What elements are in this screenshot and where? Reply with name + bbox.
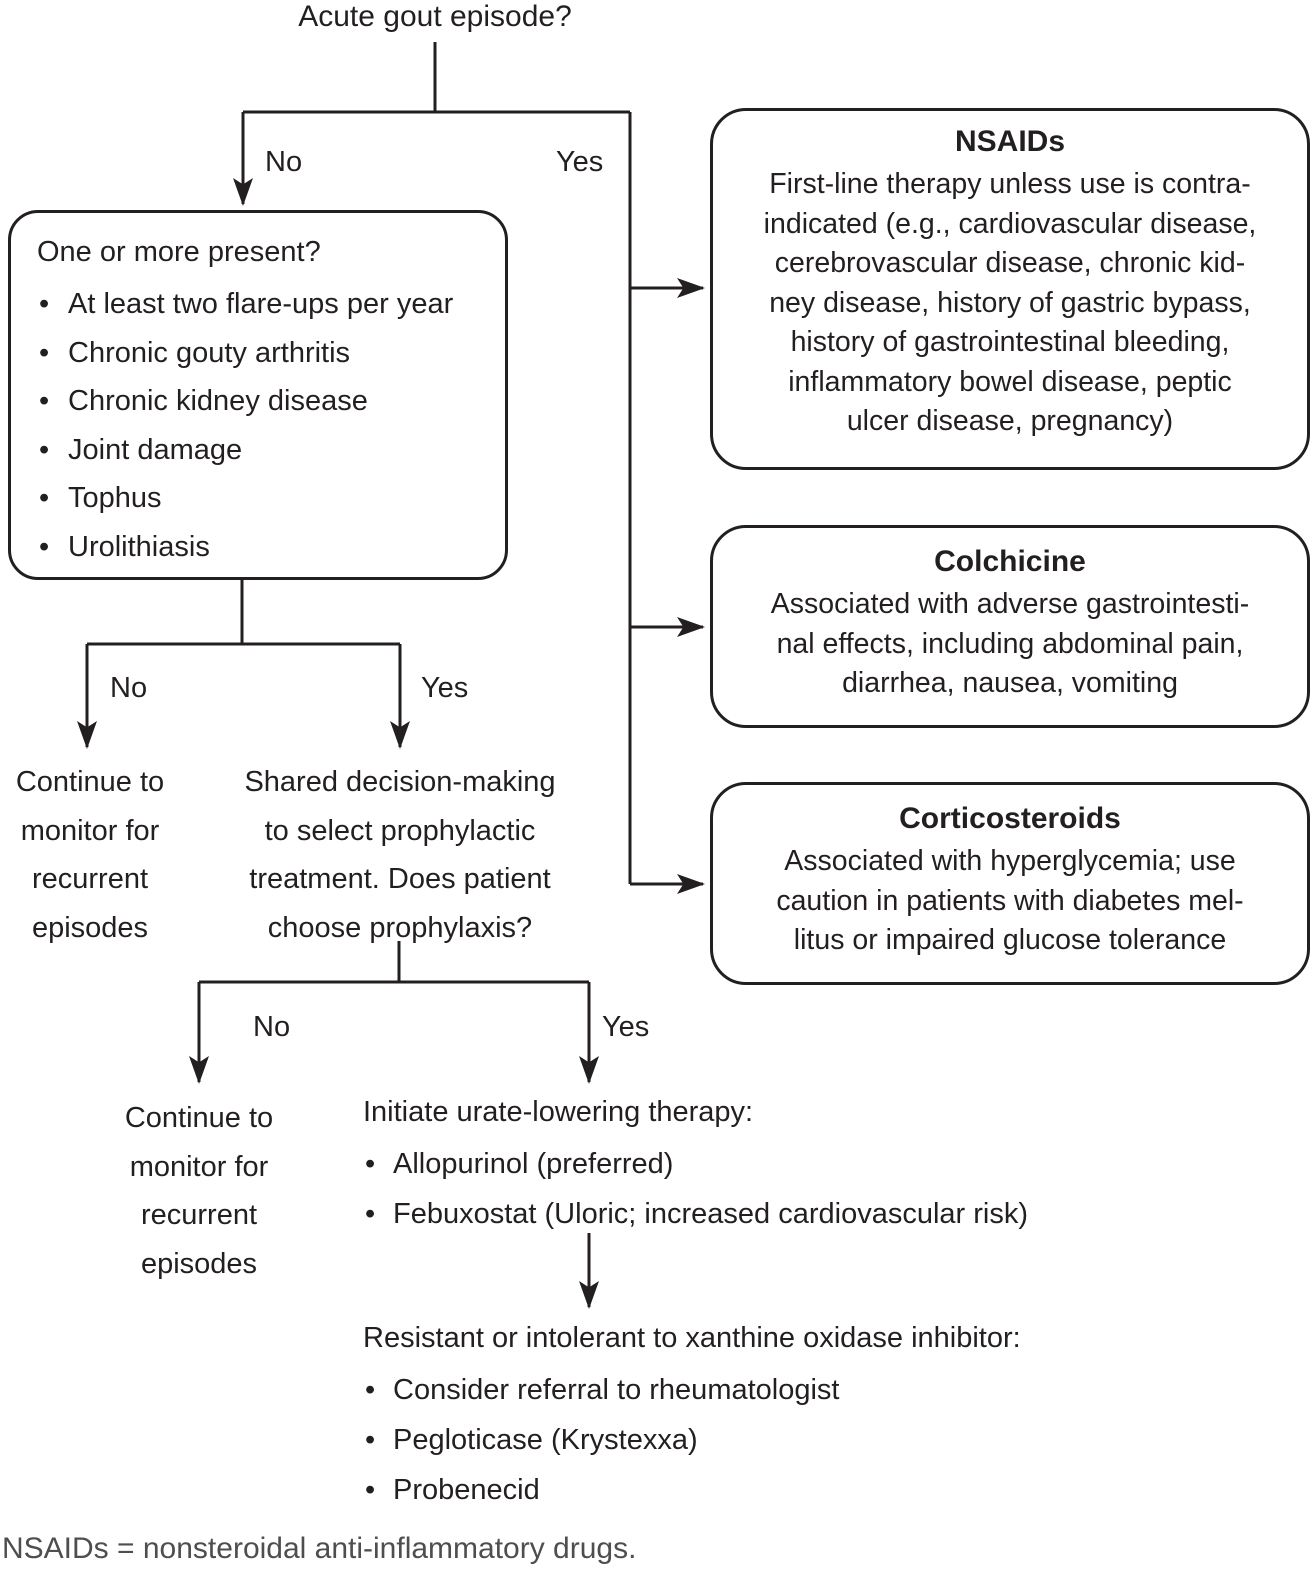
criteria-box: One or more present? At least two flare-… xyxy=(8,210,508,580)
nsaids-box: NSAIDs First-line therapy unless use is … xyxy=(710,108,1310,470)
resistant-item: Probenecid xyxy=(363,1472,1163,1508)
monitor-node-2: Continue to monitor for recurrent episod… xyxy=(124,1102,274,1280)
shared-decision-node: Shared decision-making to select prophyl… xyxy=(244,766,556,944)
footnote: NSAIDs = nonsteroidal anti-inflammatory … xyxy=(2,1532,637,1565)
branch3-no-label: No xyxy=(253,1011,291,1043)
branch1-yes-label: Yes xyxy=(556,146,604,178)
branch2-no-label: No xyxy=(110,672,148,704)
corticosteroids-box-title: Corticosteroids xyxy=(899,802,1121,835)
corticosteroids-box: Corticosteroids Associated with hypergly… xyxy=(710,782,1310,985)
criteria-item: At least two flare-ups per year xyxy=(37,280,485,329)
urate-lowering-item: Febuxostat (Uloric; increased cardiovasc… xyxy=(363,1196,1123,1232)
resistant-item: Pegloticase (Krystexxa) xyxy=(363,1422,1163,1458)
criteria-box-title: One or more present? xyxy=(37,236,321,268)
nsaids-box-title: NSAIDs xyxy=(954,125,1066,158)
urate-lowering-node: Initiate urate-lowering therapy: Allopur… xyxy=(363,1094,1123,1246)
criteria-list: At least two flare-ups per year Chronic … xyxy=(37,280,485,571)
urate-lowering-item: Allopurinol (preferred) xyxy=(363,1146,1123,1182)
nsaids-box-body: First-line therapy unless use is contra-… xyxy=(763,168,1257,437)
branch2-yes-label: Yes xyxy=(421,672,469,704)
colchicine-box-body: Associated with adverse gastrointesti- n… xyxy=(770,588,1250,699)
corticosteroids-box-body: Associated with hyperglycemia; use cauti… xyxy=(776,845,1244,956)
branch1-no-label: No xyxy=(265,146,303,178)
criteria-item: Urolithiasis xyxy=(37,523,485,572)
urate-lowering-heading: Initiate urate-lowering therapy: xyxy=(363,1096,754,1128)
colchicine-box-title: Colchicine xyxy=(934,545,1086,578)
criteria-item: Chronic kidney disease xyxy=(37,377,485,426)
criteria-item: Chronic gouty arthritis xyxy=(37,329,485,378)
criteria-item: Joint damage xyxy=(37,426,485,475)
start-question: Acute gout episode? xyxy=(298,0,572,33)
branch3-yes-label: Yes xyxy=(602,1011,650,1043)
colchicine-box: Colchicine Associated with adverse gastr… xyxy=(710,525,1310,728)
resistant-item: Consider referral to rheumatologist xyxy=(363,1372,1163,1408)
criteria-item: Tophus xyxy=(37,474,485,523)
resistant-node: Resistant or intolerant to xanthine oxid… xyxy=(363,1320,1163,1522)
resistant-heading: Resistant or intolerant to xanthine oxid… xyxy=(363,1322,1021,1354)
monitor-node-1: Continue to monitor for recurrent episod… xyxy=(15,766,165,944)
resistant-list: Consider referral to rheumatologist Pegl… xyxy=(363,1372,1163,1508)
urate-lowering-list: Allopurinol (preferred) Febuxostat (Ulor… xyxy=(363,1146,1123,1232)
